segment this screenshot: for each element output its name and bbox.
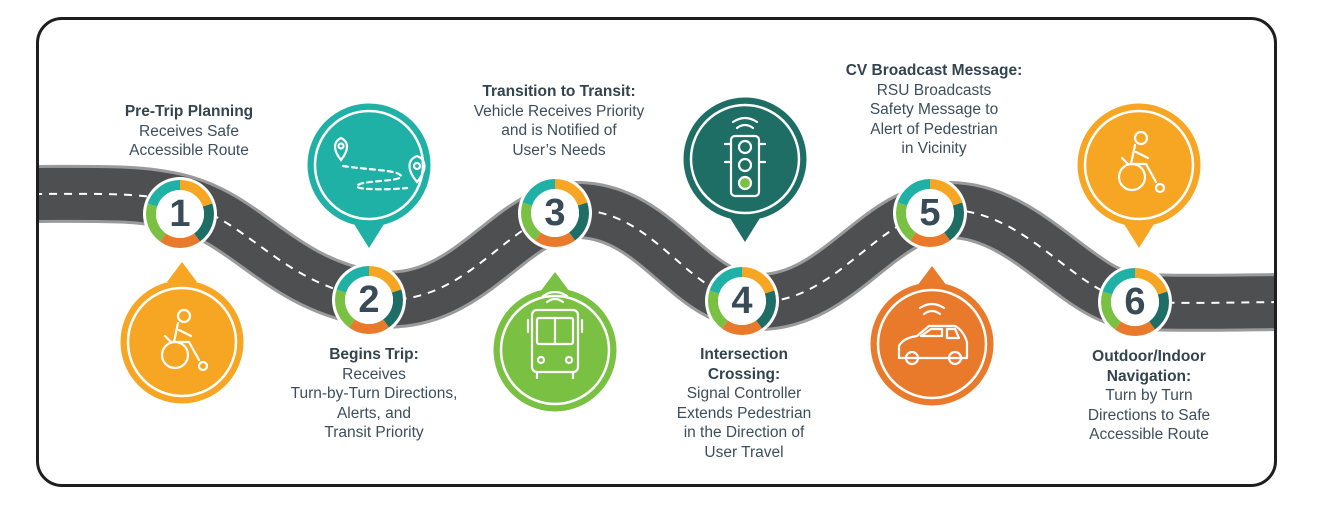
step-5-line: in Vicinity xyxy=(901,140,967,157)
step-6-line: Turn by Turn xyxy=(1105,387,1193,404)
step-marker-segment xyxy=(194,203,214,242)
step-3-line: and is Notified of xyxy=(501,122,617,139)
step-3-label: Transition to Transit: Vehicle Receives … xyxy=(439,82,679,160)
step-marker-segment xyxy=(369,266,402,293)
step-4-label: Intersection Crossing: Signal Controller… xyxy=(634,345,854,462)
step-6-line: Directions to Safe xyxy=(1087,406,1211,424)
step-marker-segment xyxy=(930,179,963,206)
step-marker-4 xyxy=(705,264,779,338)
bus-signal-icon xyxy=(526,290,584,380)
map-route-icon xyxy=(333,136,426,191)
diagram-frame: 1 2 3 4 5 6 Pre-Trip Planning Receives S… xyxy=(36,17,1277,487)
step-1-title: Pre-Trip Planning xyxy=(124,103,254,120)
step-marker-segment xyxy=(1102,268,1135,295)
step-number-4: 4 xyxy=(731,280,753,322)
step-1-line: Accessible Route xyxy=(129,142,249,159)
step-number-2: 2 xyxy=(358,279,380,321)
connected-car-icon xyxy=(897,302,969,366)
step-5-line: Safety Message to xyxy=(869,101,999,118)
step-marker-segment xyxy=(555,179,588,206)
step-6-title-2: Navigation: xyxy=(1106,367,1192,385)
step-4-line: in the Direction of xyxy=(683,424,805,441)
step-5-line: RSU Broadcasts xyxy=(876,81,992,99)
step-marker-6 xyxy=(1098,265,1172,339)
step-marker-segment xyxy=(709,267,742,294)
step-marker-5 xyxy=(893,176,967,250)
traffic-light-icon xyxy=(723,116,767,198)
step-marker-segment xyxy=(522,179,555,206)
step-marker-segment xyxy=(160,233,200,248)
step-2-line: Alerts, and xyxy=(336,404,412,422)
step-number-6: 6 xyxy=(1124,281,1146,323)
bubble-2 xyxy=(302,98,436,248)
step-number-5: 5 xyxy=(919,192,941,234)
step-4-line: Extends Pedestrian xyxy=(676,404,812,422)
step-2-line: Turn-by-Turn Directions, xyxy=(290,385,458,402)
wheelchair-user-icon xyxy=(160,308,209,372)
step-marker-segment xyxy=(1101,291,1121,330)
step-marker-segment xyxy=(521,202,541,241)
bubble-3 xyxy=(488,272,622,417)
step-6-title: Outdoor/Indoor xyxy=(1092,348,1206,365)
step-marker-segment xyxy=(146,203,166,242)
step-5-label: CV Broadcast Message: RSU Broadcasts Saf… xyxy=(819,61,1049,159)
step-marker-segment xyxy=(569,202,590,241)
step-2-label: Begins Trip: Receives Turn-by-Turn Direc… xyxy=(254,345,494,443)
step-marker-segment xyxy=(349,319,389,335)
wheelchair-user-icon xyxy=(1117,130,1166,194)
step-marker-segment xyxy=(896,202,916,241)
step-5-title: CV Broadcast Message: xyxy=(845,62,1023,79)
step-marker-segment xyxy=(1135,268,1168,295)
step-marker-segment xyxy=(180,180,213,207)
step-markers xyxy=(143,176,1172,339)
step-6-label: Outdoor/Indoor Navigation: Turn by Turn … xyxy=(1039,347,1259,445)
step-marker-segment xyxy=(335,289,355,328)
step-marker-1 xyxy=(143,177,217,251)
step-number-3: 3 xyxy=(544,192,566,234)
step-2-line: Receives xyxy=(342,365,406,383)
bubble-5 xyxy=(865,266,999,411)
step-marker-segment xyxy=(897,179,930,206)
step-marker-segment xyxy=(383,289,403,328)
step-3-line: User’s Needs xyxy=(512,141,606,159)
step-marker-segment xyxy=(535,232,575,247)
step-2-line: Transit Priority xyxy=(324,424,424,441)
step-marker-segment xyxy=(336,266,369,293)
step-marker-segment xyxy=(742,267,775,294)
step-marker-segment xyxy=(1149,291,1169,330)
step-marker-2 xyxy=(332,263,406,337)
step-marker-segment xyxy=(1115,321,1155,337)
step-4-line: Signal Controller xyxy=(686,385,802,402)
journey-road-scene xyxy=(39,92,1274,417)
step-marker-3 xyxy=(518,176,592,250)
step-3-title: Transition to Transit: xyxy=(482,83,636,100)
step-5-line: Alert of Pedestrian xyxy=(870,120,998,138)
step-3-line: Vehicle Receives Priority xyxy=(473,102,645,120)
step-6-line: Accessible Route xyxy=(1089,426,1209,443)
step-4-title-2: Crossing: xyxy=(707,365,781,383)
step-marker-segment xyxy=(708,290,728,329)
step-marker-segment xyxy=(944,202,964,241)
step-marker-segment xyxy=(756,290,776,329)
step-marker-segment xyxy=(910,232,950,247)
step-1-label: Pre-Trip Planning Receives Safe Accessib… xyxy=(79,102,299,161)
step-4-line: User Travel xyxy=(704,443,784,461)
step-4-title: Intersection xyxy=(700,346,788,363)
step-1-line: Receives Safe xyxy=(139,122,239,140)
bubble-4 xyxy=(678,92,812,242)
bubble-1 xyxy=(115,262,249,409)
step-marker-segment xyxy=(722,320,762,335)
step-2-title: Begins Trip: xyxy=(329,346,419,363)
step-marker-segment xyxy=(147,180,180,207)
step-number-1: 1 xyxy=(169,193,191,235)
bubble-6 xyxy=(1072,98,1206,248)
